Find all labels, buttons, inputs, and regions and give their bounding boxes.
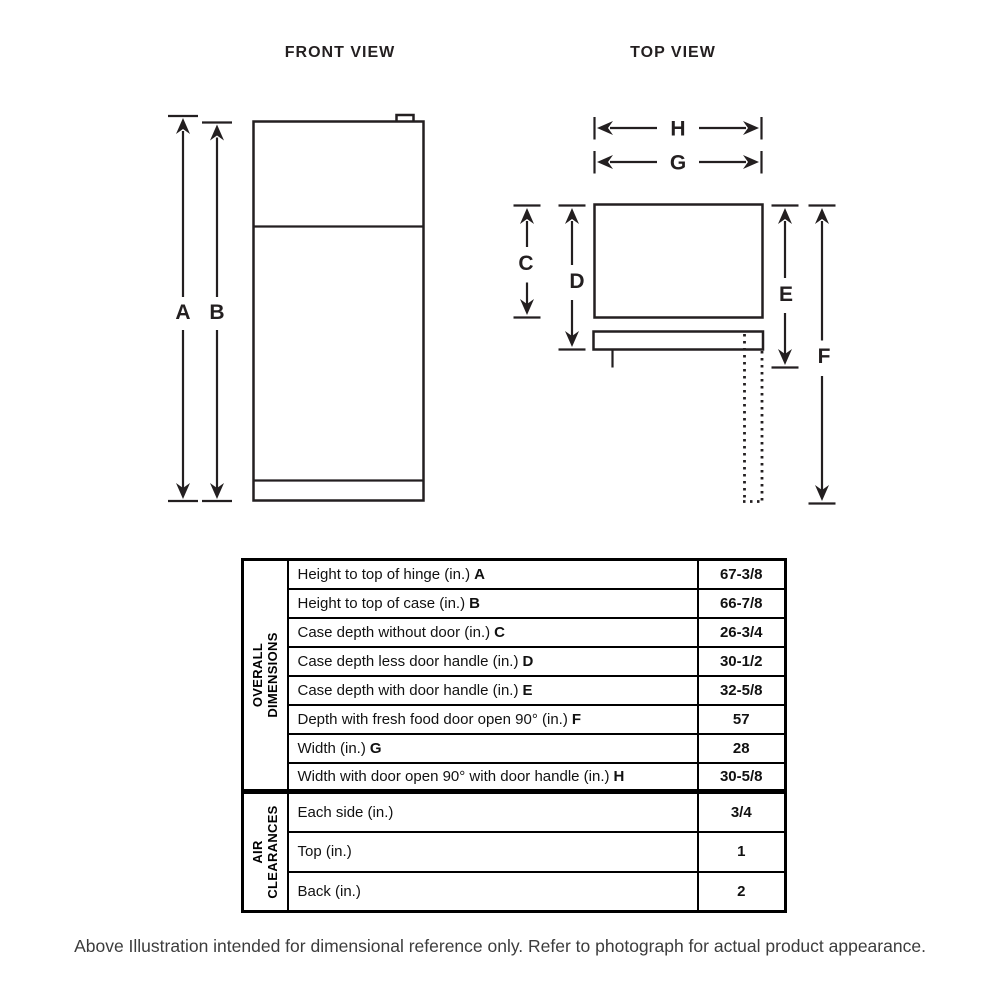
dim-label-h: H xyxy=(670,118,685,141)
fridge-body-outline xyxy=(252,120,425,502)
spec-value: 30-5/8 xyxy=(696,761,787,793)
footnote-text: Above Illustration intended for dimensio… xyxy=(74,936,926,956)
spec-value: 57 xyxy=(696,703,787,735)
arrowhead-left-icon xyxy=(597,121,613,135)
dim-key: D xyxy=(522,652,534,670)
dim-arrow-g: G xyxy=(593,151,763,175)
arrowhead-up-icon xyxy=(815,208,829,224)
dim-label-f: F xyxy=(818,345,831,368)
dim-key: H xyxy=(613,767,625,785)
top-view-title: TOP VIEW xyxy=(630,44,716,61)
section-header-line: OVERALL xyxy=(250,642,266,708)
table-row: Back (in.) 2 xyxy=(243,870,787,913)
top-view-diagram: H G xyxy=(513,117,836,505)
arrowhead-down-icon xyxy=(176,483,190,499)
dim-key: A xyxy=(474,565,485,583)
arrowhead-left-icon xyxy=(597,155,613,169)
table-row: Top (in.) 1 xyxy=(243,830,787,873)
front-view-title: FRONT VIEW xyxy=(284,44,396,61)
spec-label: Height to top of hinge (in.)A xyxy=(286,558,699,590)
arrowhead-up-icon xyxy=(176,118,190,134)
arrowhead-right-icon xyxy=(743,121,759,135)
arrowhead-up-icon xyxy=(520,208,534,224)
section-header-line: DIMENSIONS xyxy=(265,632,281,718)
diagram-canvas: A B H xyxy=(168,113,836,505)
spec-label: Case depth less door handle (in.)D xyxy=(286,645,699,677)
spec-label: Back (in.) xyxy=(286,870,699,913)
dim-label-g: G xyxy=(670,152,686,175)
case-outline-top-view xyxy=(593,203,764,319)
dim-label-d: D xyxy=(569,270,584,293)
door-outline-top-view xyxy=(592,330,765,351)
dim-arrow-d: D xyxy=(558,204,586,351)
dim-arrow-h: H xyxy=(593,117,763,141)
table-row: Width (in.)G 28 xyxy=(243,732,787,764)
dim-key: F xyxy=(571,710,581,728)
dim-label-e: E xyxy=(779,283,793,306)
spec-value: 66-7/8 xyxy=(696,587,787,619)
dim-key: G xyxy=(369,739,382,757)
arrowhead-down-icon xyxy=(815,485,829,501)
door-open-90-dashed-outline xyxy=(743,334,764,503)
dim-label-b: B xyxy=(209,301,224,324)
spec-label: Depth with fresh food door open 90° (in.… xyxy=(286,703,699,735)
arrowhead-up-icon xyxy=(210,124,224,141)
dim-arrow-b: B xyxy=(202,121,232,503)
spec-label: Each side (in.) xyxy=(286,789,699,833)
spec-value: 2 xyxy=(696,870,787,913)
arrowhead-down-icon xyxy=(778,349,792,365)
dim-arrow-c: C xyxy=(513,204,541,319)
dim-label-c: C xyxy=(518,252,533,275)
table-row: Height to top of case (in.)B 66-7/8 xyxy=(243,587,787,619)
front-view-diagram: A B xyxy=(168,113,425,503)
spec-value: 26-3/4 xyxy=(696,616,787,648)
spec-value: 1 xyxy=(696,830,787,873)
dim-arrow-f: F xyxy=(808,204,836,505)
spec-value: 32-5/8 xyxy=(696,674,787,706)
arrowhead-down-icon xyxy=(520,299,534,315)
table-row: Width with door open 90° with door handl… xyxy=(243,761,787,793)
table-row: Case depth without door (in.)C 26-3/4 xyxy=(243,616,787,648)
arrowhead-up-icon xyxy=(778,208,792,224)
arrowhead-up-icon xyxy=(565,208,579,224)
spec-label: Case depth without door (in.)C xyxy=(286,616,699,648)
spec-label: Top (in.) xyxy=(286,830,699,873)
section-header-line: CLEARANCES xyxy=(265,805,281,899)
arrowhead-down-icon xyxy=(210,483,224,499)
spec-label: Width (in.)G xyxy=(286,732,699,764)
spec-label: Width with door open 90° with door handl… xyxy=(286,761,699,793)
table-row: Case depth less door handle (in.)D 30-1/… xyxy=(243,645,787,677)
arrowhead-right-icon xyxy=(743,155,759,169)
spec-value: 30-1/2 xyxy=(696,645,787,677)
dim-key: C xyxy=(494,623,505,641)
dim-key: B xyxy=(469,594,480,612)
spec-label: Case depth with door handle (in.)E xyxy=(286,674,699,706)
section-header-line: AIR xyxy=(250,840,266,864)
dim-label-a: A xyxy=(175,301,190,324)
table-row: Case depth with door handle (in.)E 32-5/… xyxy=(243,674,787,706)
spec-value: 28 xyxy=(696,732,787,764)
dim-arrow-a: A xyxy=(168,114,198,503)
spec-label: Height to top of case (in.)B xyxy=(286,587,699,619)
arrowhead-down-icon xyxy=(565,331,579,347)
dim-key: E xyxy=(522,681,533,699)
spec-value: 3/4 xyxy=(696,789,787,833)
dim-arrow-e: E xyxy=(771,204,799,369)
spec-value: 67-3/8 xyxy=(696,558,787,590)
table-row: Depth with fresh food door open 90° (in.… xyxy=(243,703,787,735)
